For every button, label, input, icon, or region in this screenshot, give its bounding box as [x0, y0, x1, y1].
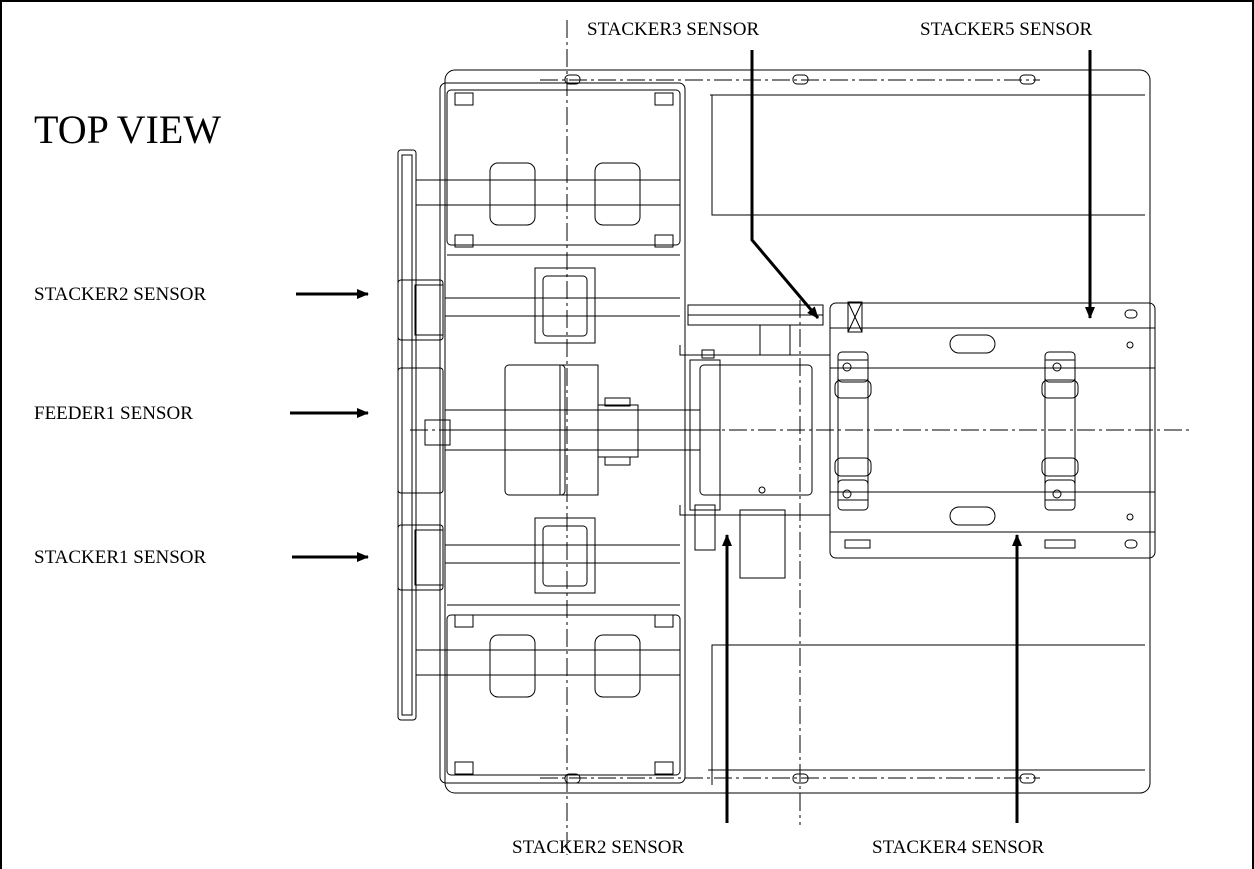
sensor-arrows	[290, 50, 1095, 823]
chassis-outline	[439, 69, 1151, 794]
label-stacker5-sensor-top: STACKER5 SENSOR	[920, 19, 1093, 40]
pulley-stack	[397, 149, 451, 721]
center-bracket	[679, 304, 830, 579]
label-stacker2-sensor-bottom: STACKER2 SENSOR	[512, 837, 685, 858]
center-lines	[410, 20, 1190, 855]
label-feeder1-sensor-left: FEEDER1 SENSOR	[34, 403, 193, 424]
label-stacker3-sensor-top: STACKER3 SENSOR	[587, 19, 760, 40]
arrow-stacker3-top	[750, 50, 820, 319]
view-title: TOP VIEW	[34, 107, 222, 152]
label-stacker1-sensor-left: STACKER1 SENSOR	[34, 547, 207, 568]
label-stacker4-sensor-bottom: STACKER4 SENSOR	[872, 837, 1045, 858]
label-stacker2-sensor-left: STACKER2 SENSOR	[34, 284, 207, 305]
carriage-assembly	[829, 301, 1156, 559]
